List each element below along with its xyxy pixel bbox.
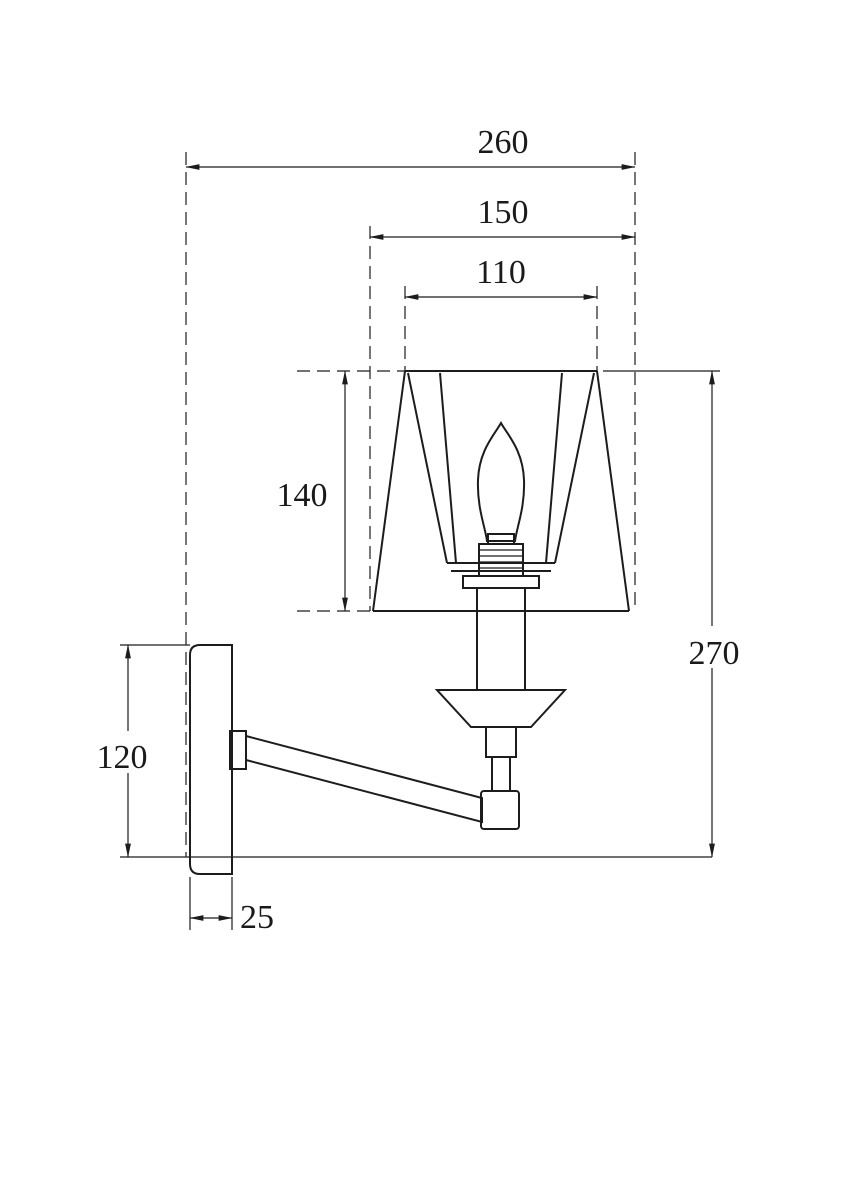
dim-label-backplate-height: 120	[97, 739, 148, 776]
dim-label-mask	[92, 731, 154, 773]
shade-ring-flange	[462, 575, 540, 589]
dimension-backplate-height: 120	[92, 644, 154, 858]
backplate-outline	[189, 644, 233, 875]
candle-bulb	[476, 420, 526, 542]
socket-neck	[487, 533, 515, 545]
extension-lines	[120, 152, 720, 930]
socket-body	[478, 543, 524, 577]
shade-right-side	[596, 370, 630, 612]
stem-rod	[491, 756, 511, 792]
dimension-backplate-thickness: 25	[189, 899, 274, 936]
bobeche-cup	[434, 689, 568, 728]
stem-connector	[485, 726, 517, 758]
dim-label-shade-top-width: 110	[476, 254, 526, 291]
dim-label-backplate-thickness: 25	[240, 899, 274, 936]
candle-sleeve	[476, 587, 526, 691]
arm-joint-block	[480, 790, 520, 830]
lamp-backplate	[189, 644, 233, 875]
shade-wire-left-inner	[439, 372, 457, 564]
dimension-shade-top-width: 110	[404, 254, 598, 300]
shade-wire-left-outer	[407, 372, 448, 564]
lamp-shade	[372, 370, 630, 612]
shade-left-side	[372, 370, 406, 612]
dimension-shade-bottom-width: 150	[369, 194, 636, 240]
lamp-candle	[462, 420, 540, 691]
lamp-arm	[229, 730, 520, 830]
dim-label-shade-height: 140	[277, 477, 328, 514]
dim-label-overall-depth: 260	[478, 124, 529, 161]
wall-lamp-drawing	[189, 370, 630, 875]
dim-label-overall-height: 270	[689, 635, 740, 672]
arm-bar	[245, 734, 483, 824]
dimension-overall-depth: 260	[185, 124, 636, 170]
lamp-stem	[434, 689, 568, 792]
dimension-shade-height: 140	[277, 370, 348, 612]
dim-label-shade-bottom-width: 150	[478, 194, 529, 231]
shade-wire-right-inner	[545, 372, 563, 564]
dim-label-mask	[684, 626, 744, 668]
shade-wire-right-outer	[554, 372, 595, 564]
dimension-overall-height: 270	[684, 370, 744, 858]
